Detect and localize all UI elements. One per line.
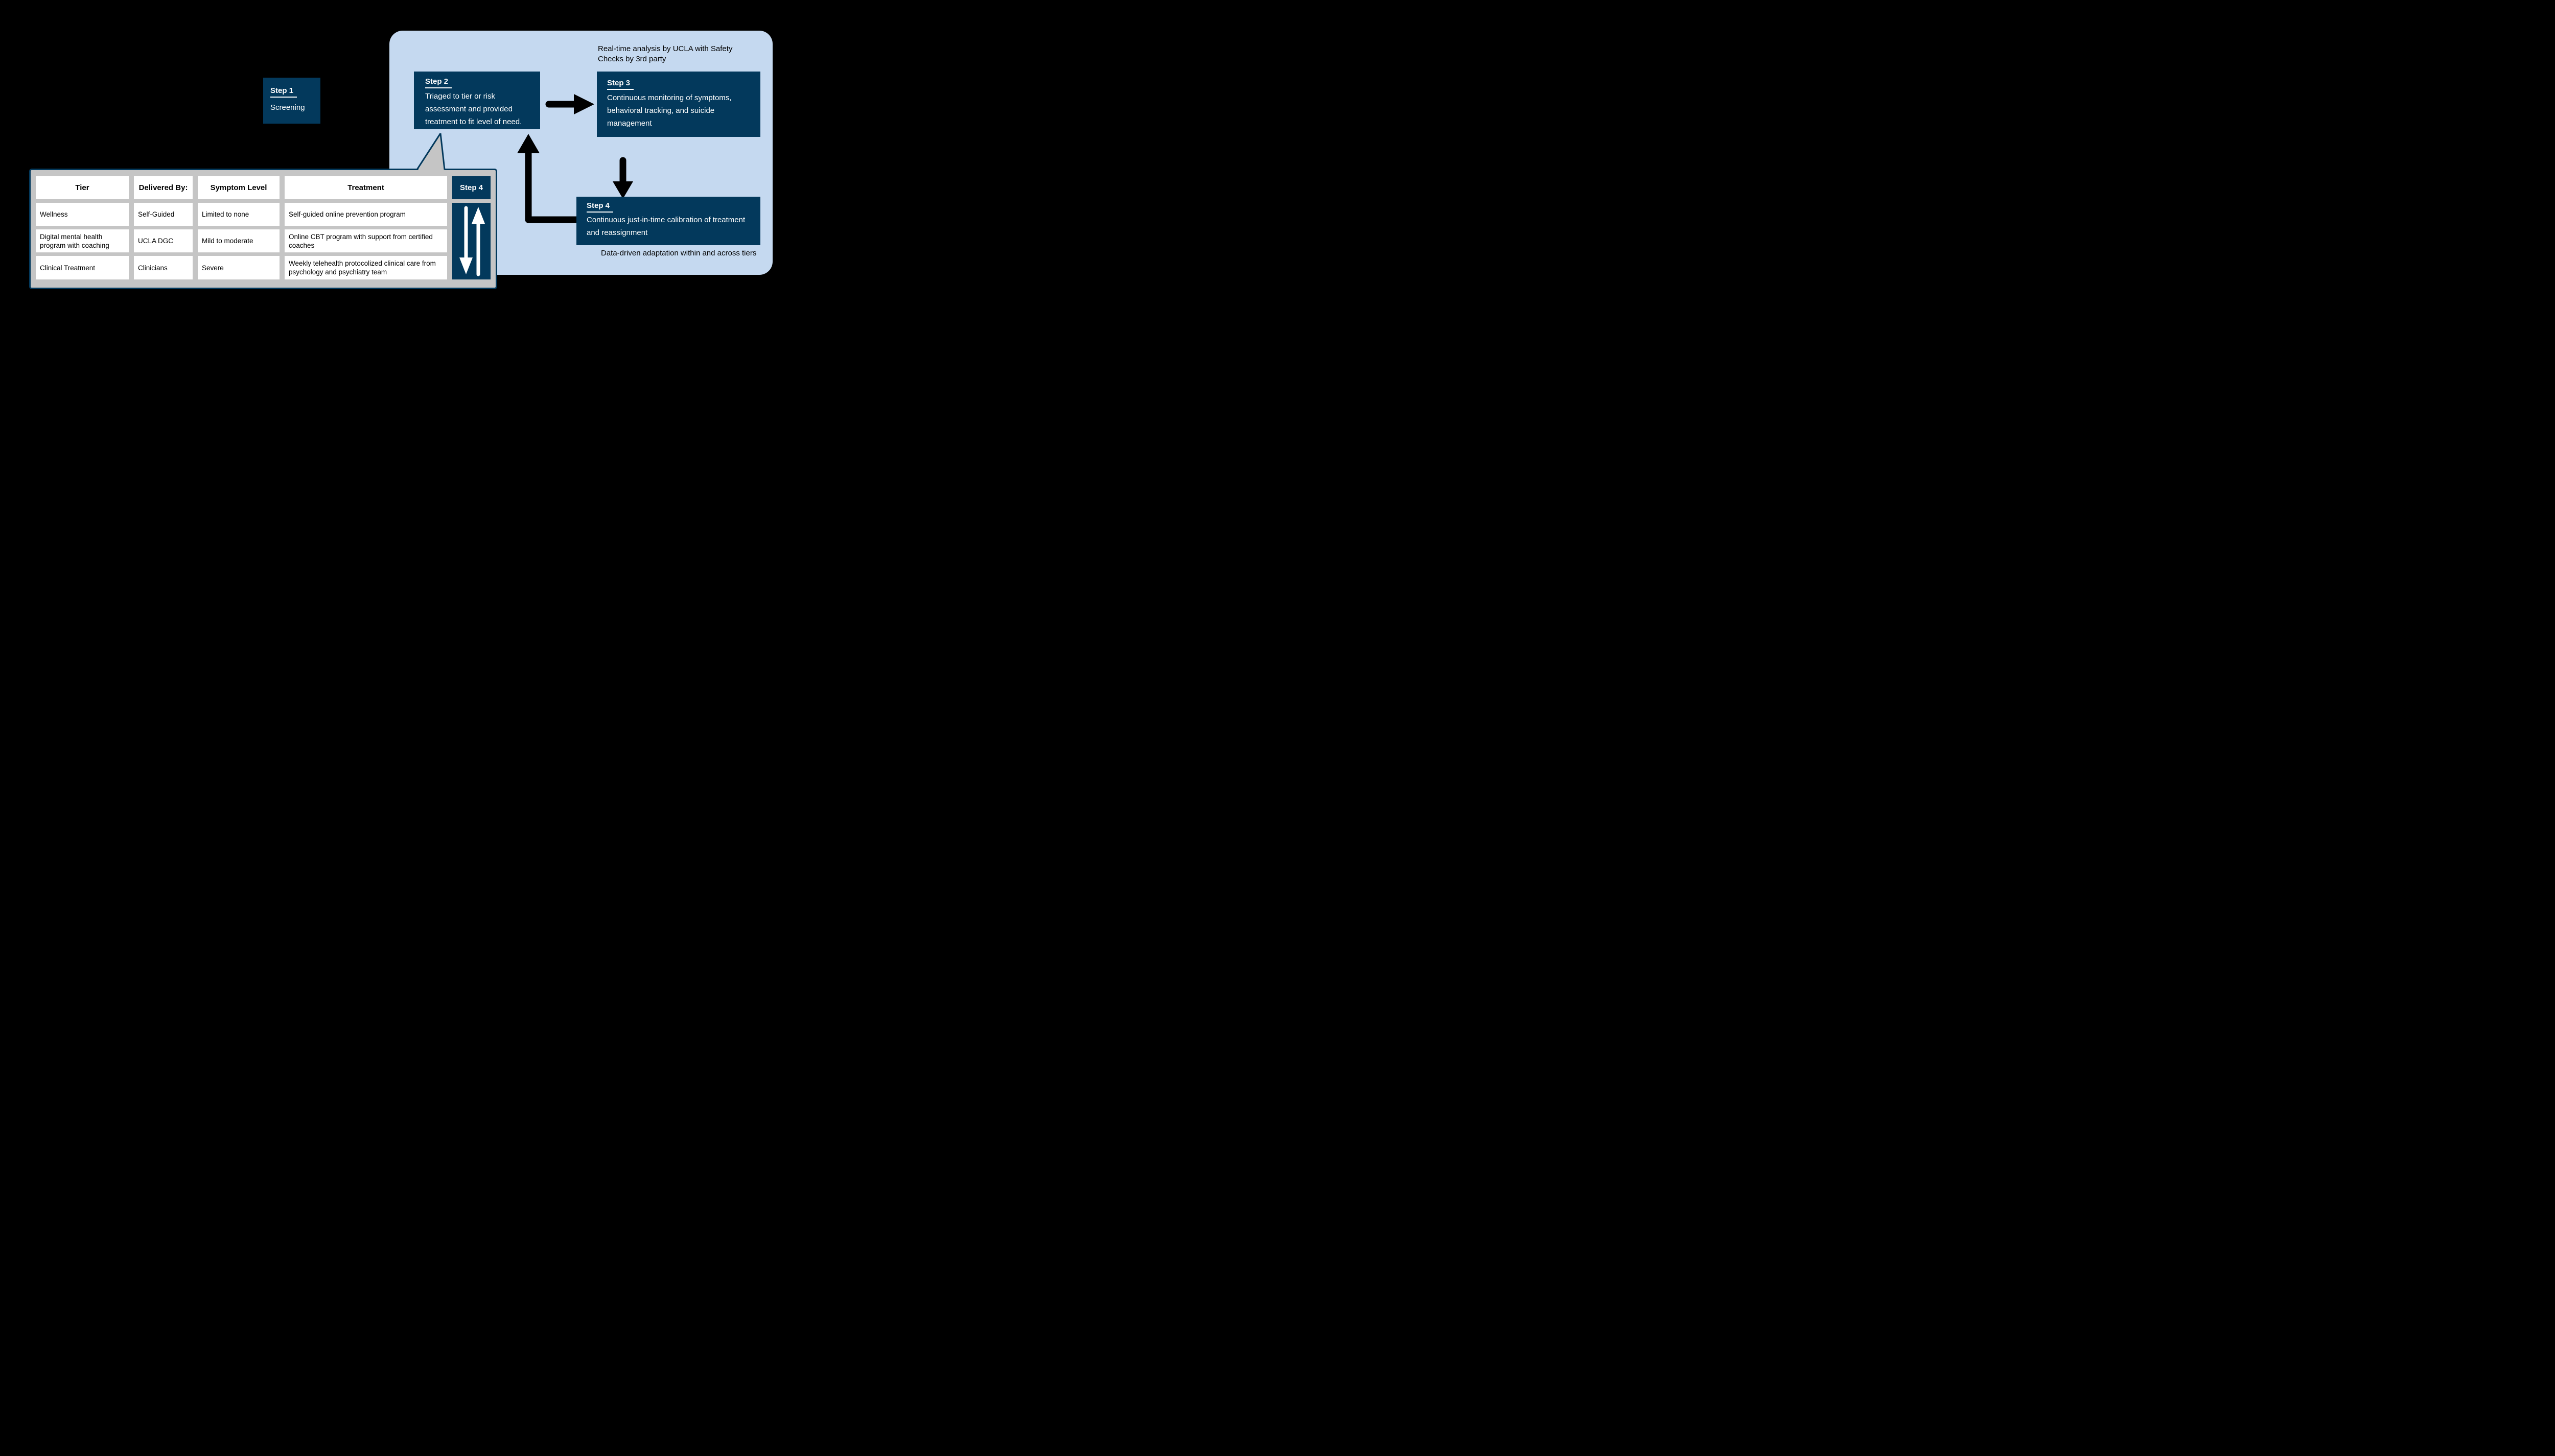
table-cell-delivered-2: UCLA DGC — [134, 229, 193, 252]
table-cell-delivered-1: Self-Guided — [134, 203, 193, 226]
table-cell-treatment-1: Self-guided online prevention program — [285, 203, 447, 226]
step1-box: Step 1 Screening — [263, 78, 320, 124]
arrow-right-icon — [545, 94, 594, 114]
table-cell-treatment-2: Online CBT program with support from cer… — [285, 229, 447, 252]
table-cell-tier-1: Wellness — [36, 203, 129, 226]
step3-body: Continuous monitoring of symptoms, behav… — [607, 93, 732, 128]
col-header-symptom-level: Symptom Level — [198, 176, 280, 199]
tier-table: Tier Delivered By: Symptom Level Treatme… — [31, 170, 496, 288]
table-cell-delivered-3: Clinicians — [134, 256, 193, 279]
step4-arrows-cell — [452, 203, 491, 279]
step3-box: Step 3 Continuous monitoring of symptoms… — [597, 72, 760, 137]
table-cell-symptom-2: Mild to moderate — [198, 229, 280, 252]
step1-body: Screening — [270, 103, 305, 112]
table-cell-treatment-3: Weekly telehealth protocolized clinical … — [285, 256, 447, 279]
table-cell-tier-2: Digital mental health program with coach… — [36, 229, 129, 252]
step2-box: Step 2 Triaged to tier or risk assessmen… — [414, 72, 540, 129]
step2-body: Triaged to tier or risk assessment and p… — [425, 92, 522, 126]
step4-title: Step 4 — [587, 201, 752, 213]
data-driven-caption: Data-driven adaptation within and across… — [601, 249, 757, 257]
col-header-tier: Tier — [36, 176, 129, 199]
col-header-treatment: Treatment — [285, 176, 447, 199]
col-header-step4: Step 4 — [452, 176, 491, 199]
elbow-arrow-up-icon — [517, 134, 580, 223]
step4-body: Continuous just-in-time calibration of t… — [587, 216, 746, 237]
table-cell-symptom-1: Limited to none — [198, 203, 280, 226]
slide-canvas: Real-time analysis by UCLA with Safety C… — [0, 0, 801, 302]
col-header-delivered-by: Delivered By: — [134, 176, 193, 199]
tier-table-callout: Tier Delivered By: Symptom Level Treatme… — [29, 169, 497, 289]
table-cell-symptom-3: Severe — [198, 256, 280, 279]
tier-movement-arrows-icon — [459, 206, 485, 276]
realtime-analysis-note: Real-time analysis by UCLA with Safety C… — [598, 44, 733, 63]
arrow-down-icon — [613, 157, 633, 199]
callout-tail-icon — [416, 133, 446, 172]
step4-box: Step 4 Continuous just-in-time calibrati… — [576, 197, 760, 245]
step1-title: Step 1 — [270, 86, 316, 98]
step2-title: Step 2 — [425, 77, 533, 88]
step3-title: Step 3 — [607, 78, 752, 90]
table-cell-tier-3: Clinical Treatment — [36, 256, 129, 279]
